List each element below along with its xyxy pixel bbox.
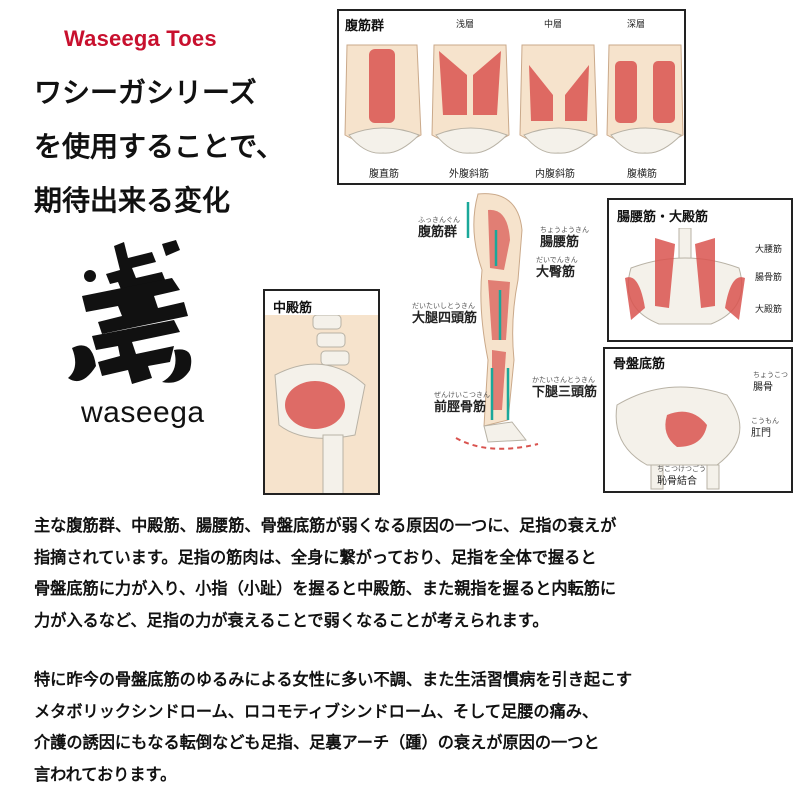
muscle-label-transversus-abdominis: 腹横筋: [627, 169, 657, 180]
pelvis-illustration: [625, 228, 745, 325]
muscle-label-rectus-abdominis: 腹直筋: [369, 169, 399, 180]
label-psoas-major: 大腰筋: [755, 245, 783, 255]
paragraph-1-line-3: 骨盤底筋に力が入り、小指（小趾）を握ると中殿筋、また親指を握ると内転筋に: [34, 579, 617, 598]
iliopsoas-panel-title: 腸腰筋・大殿筋: [617, 210, 709, 225]
abdominal-panel-title: 腹筋群: [345, 19, 385, 34]
paragraph-2-line-4: 言われております。: [34, 764, 177, 784]
headline: ワシーガシリーズ を使用することで、 期待出来る変化: [34, 66, 284, 228]
label-tibialis-anterior: ぜんけいこつきん前脛骨筋: [434, 391, 490, 415]
headline-line-2: を使用することで、: [34, 130, 285, 163]
pelvic-floor-panel-title: 骨盤底筋: [613, 357, 666, 372]
paragraph-2-line-3: 介護の誘因にもなる転倒なども足指、足裏アーチ（踵）の衰えが原因の一つと: [34, 733, 600, 752]
gluteus-medius-panel-title: 中殿筋: [273, 301, 313, 316]
label-pubic-symphysis: ちこつけつごう恥骨結合: [657, 465, 706, 487]
label-triceps-surae: かたいさんとうきん下腿三頭筋: [532, 376, 598, 400]
gluteus-medius-panel: 中殿筋: [263, 289, 380, 495]
label-gluteus-maximus: だいでんきん大臀筋: [536, 256, 578, 280]
label-iliopsoas: ちょうようきん腸腰筋: [540, 226, 589, 250]
label-iliacus: 腸骨筋: [755, 273, 783, 283]
pelvic-floor-panel: 骨盤底筋 ちょうこつ腸骨 こうもん肛門 ちこつけつごう恥骨結合: [603, 347, 793, 493]
abdominal-muscles-panel: 腹筋群 浅層 中層 深層 腹直筋 外腹斜筋 内腹斜筋 腹横筋: [337, 9, 686, 185]
layer-label-deep: 深層: [627, 20, 646, 30]
label-anus: こうもん肛門: [751, 417, 779, 439]
body-paragraph-1: 主な腹筋群、中殿筋、腸腰筋、骨盤底筋が弱くなる原因の一つに、足指の衰えが 指摘さ…: [34, 510, 616, 636]
body-paragraph-2: 特に昨今の骨盤底筋のゆるみによる女性に多い不調、また生活習慣病を引き起こす メタ…: [34, 664, 632, 790]
brand-title: Waseega Toes: [64, 26, 217, 51]
label-abdominal-group: ふっきんぐん腹筋群: [418, 216, 460, 240]
headline-line-3: 期待出来る変化: [34, 184, 231, 217]
label-ilium: ちょうこつ腸骨: [753, 371, 788, 393]
pelvic-floor-illustration: [615, 386, 741, 490]
paragraph-2-line-1: 特に昨今の骨盤底筋のゆるみによる女性に多い不調、また生活習慣病を引き起こす: [34, 670, 633, 689]
muscle-label-external-oblique: 外腹斜筋: [449, 169, 489, 180]
paragraph-1-line-2: 指摘されています。足指の筋肉は、全身に繋がっており、足指を全体で握ると: [34, 547, 597, 567]
paragraph-1-line-1: 主な腹筋群、中殿筋、腸腰筋、骨盤底筋が弱くなる原因の一つに、足指の衰えが: [34, 516, 617, 535]
layer-label-superficial: 浅層: [456, 20, 475, 30]
paragraph-2-line-2: メタボリックシンドローム、ロコモティブシンドローム、そして足腰の痛み、: [34, 701, 599, 721]
iliopsoas-panel: 腸腰筋・大殿筋 大腰筋 腸骨筋 大殿筋: [607, 198, 793, 342]
waseega-logo-icon: [68, 240, 192, 384]
abdominal-torso-illustrations: [344, 44, 684, 154]
layer-label-middle: 中層: [544, 20, 563, 30]
label-gluteus-maximus-small: 大殿筋: [755, 305, 783, 315]
muscle-label-internal-oblique: 内腹斜筋: [535, 169, 575, 180]
waseega-wordmark: waseega: [81, 396, 205, 429]
label-quadriceps: だいたいしとうきん大腿四頭筋: [412, 302, 478, 326]
paragraph-1-line-4: 力が入るなど、足指の力が衰えることで弱くなることが考えられます。: [34, 610, 549, 630]
leg-muscle-figure: [455, 193, 539, 450]
hip-illustration: [265, 315, 378, 493]
headline-line-1: ワシーガシリーズ: [34, 76, 257, 109]
